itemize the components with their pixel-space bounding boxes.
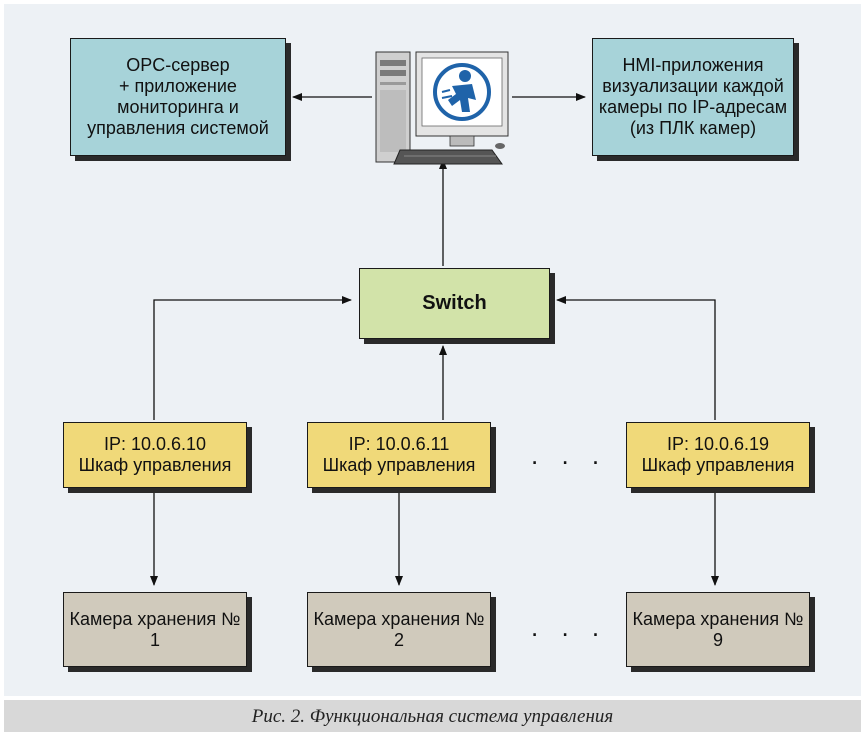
switch-label: Switch xyxy=(422,292,487,314)
hmi-apps-box: HMI-приложения визуализации каждой камер… xyxy=(592,38,794,156)
cabinet-2-ip: IP: 10.0.6.11 xyxy=(348,434,450,454)
hmi-line-4: (из ПЛК камер) xyxy=(629,118,757,138)
arrow-cabinet3-to-switch xyxy=(556,296,716,420)
connector-lines xyxy=(150,93,719,586)
computer-workstation-icon xyxy=(375,51,509,165)
cabinet-3-name: Шкаф управления xyxy=(641,455,795,475)
chamber-2-label: Камера хранения № 2 xyxy=(313,608,485,650)
control-cabinet-2: IP: 10.0.6.11 Шкаф управления xyxy=(307,422,491,488)
cabinet-ellipsis: . . . xyxy=(531,440,608,470)
client-logo-icon xyxy=(433,63,491,121)
hmi-line-3: камеры по IP-адресам xyxy=(598,97,788,117)
control-cabinet-1: IP: 10.0.6.10 Шкаф управления xyxy=(63,422,247,488)
storage-chamber-1: Камера хранения № 1 xyxy=(63,592,247,667)
opc-server-box: OPC-сервер + приложение мониторинга и уп… xyxy=(70,38,286,156)
switch-box: Switch xyxy=(359,268,550,339)
control-cabinet-3: IP: 10.0.6.19 Шкаф управления xyxy=(626,422,810,488)
opc-line-4: управления системой xyxy=(87,118,269,138)
figure-caption: Рис. 2. Функциональная система управлени… xyxy=(251,706,614,727)
hmi-line-1: HMI-приложения xyxy=(622,55,764,75)
cabinet-3-ip: IP: 10.0.6.19 xyxy=(666,434,770,454)
chamber-1-label: Камера хранения № 1 xyxy=(69,608,241,650)
storage-chamber-3: Камера хранения № 9 xyxy=(626,592,810,667)
arrow-cabinet1-to-switch xyxy=(153,296,352,420)
opc-line-1: OPC-сервер xyxy=(126,55,230,75)
cabinet-2-name: Шкаф управления xyxy=(322,455,476,475)
cabinet-1-ip: IP: 10.0.6.10 xyxy=(103,434,207,454)
chamber-3-label: Камера хранения № 9 xyxy=(632,608,804,650)
opc-line-2: + приложение xyxy=(119,76,237,96)
storage-chamber-2: Камера хранения № 2 xyxy=(307,592,491,667)
caption-bar xyxy=(4,700,861,732)
chamber-ellipsis: . . . xyxy=(531,612,608,642)
hmi-line-2: визуализации каждой xyxy=(602,76,784,96)
cabinet-1-name: Шкаф управления xyxy=(78,455,232,475)
opc-line-3: мониторинга и xyxy=(117,97,239,117)
